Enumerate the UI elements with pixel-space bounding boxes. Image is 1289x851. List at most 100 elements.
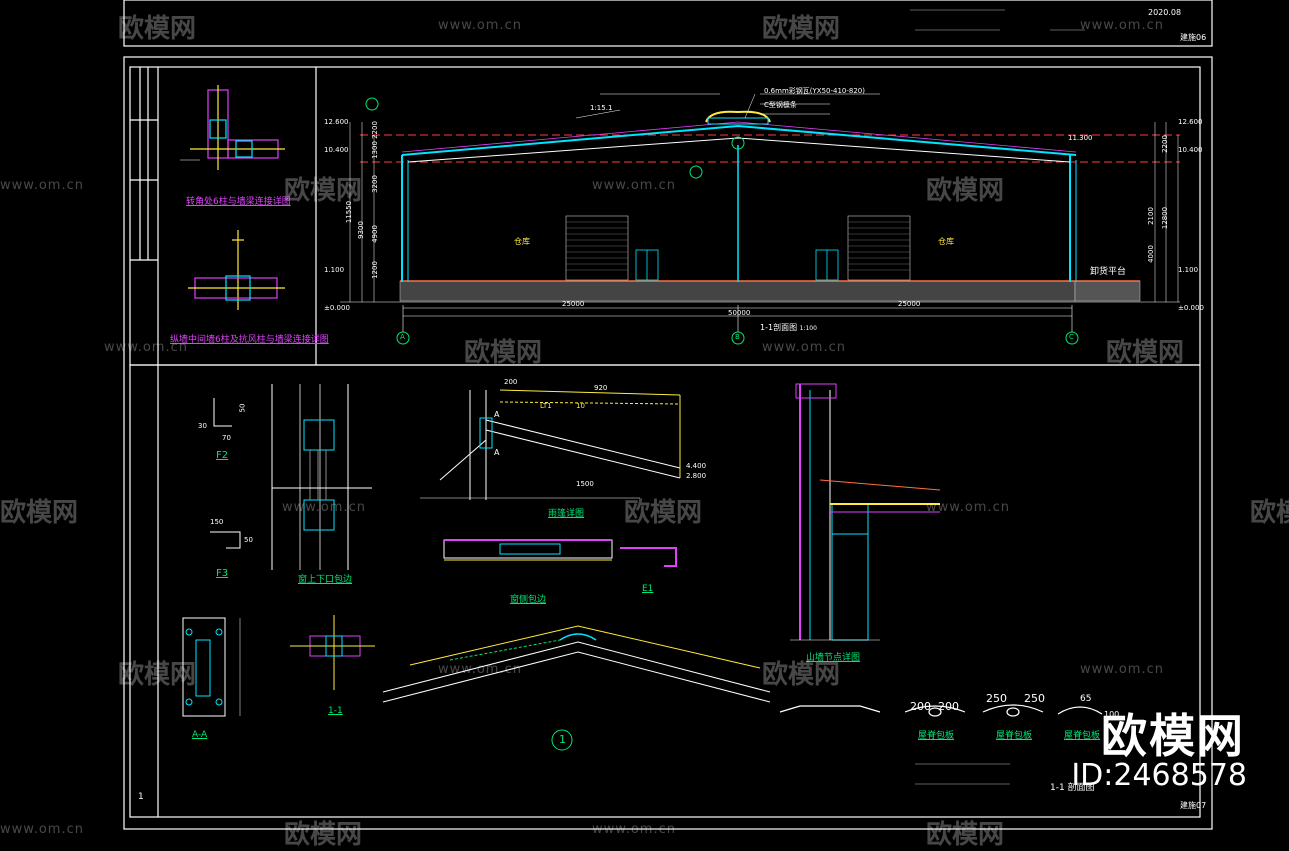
detail-title-ridge-2: 屋脊包板 [996, 731, 1033, 741]
top-sheet-number: 2020.08 [1148, 8, 1182, 17]
label-1-1: 1-1 [328, 706, 343, 716]
watermark-brand-2: 欧模网 [762, 14, 841, 44]
detail-title-ridge-1: 屋脊包板 [918, 731, 955, 741]
watermark-brand-7: 欧模网 [0, 498, 79, 528]
elev-right-3: 1.100 [1178, 266, 1199, 274]
canopy-detail [420, 389, 681, 500]
watermark-url-9: www.om.cn [438, 662, 522, 677]
detail-title-gable: 山墙节点详图 [806, 653, 861, 663]
ridge-note-2: C型钢檩条 [764, 101, 797, 109]
brand-logo-text: 欧模网 [1101, 709, 1245, 763]
column-section-1-1 [290, 615, 375, 690]
section-title: 1-1剖面图 1:100 [760, 322, 817, 333]
watermark-brand-10: 欧模网 [118, 660, 197, 690]
watermark-brand-12: 欧模网 [284, 820, 363, 850]
sheet-borders [123, 0, 1213, 830]
watermark-brand-11: 欧模网 [762, 660, 841, 690]
watermark-brand-5: 欧模网 [464, 338, 543, 368]
detail-title-canopy: 雨篷详图 [548, 509, 585, 519]
middle-column-detail [188, 230, 285, 310]
span-left: 25000 [562, 300, 585, 308]
detail-circle-number: 1 [559, 733, 566, 746]
detail-title-ridge-3: 屋脊包板 [1064, 731, 1101, 741]
top-titleblock [910, 9, 1085, 785]
elev-right-1: 12.600 [1178, 118, 1203, 126]
axis-c: C [1069, 333, 1074, 341]
watermark-brand-9: 欧模网 [1250, 498, 1289, 528]
watermark-url-12: www.om.cn [592, 822, 676, 837]
gable-node-detail [790, 383, 941, 641]
section-title-text: 1-1剖面图 [760, 323, 798, 332]
watermark-url-7: www.om.cn [282, 500, 366, 515]
dim-right-g: 4000 [1146, 245, 1155, 263]
page-marker: 1 [138, 792, 144, 802]
detail-title-corner: 转角处6柱与墙梁连接详图 [186, 197, 291, 207]
watermark-url-2: www.om.cn [1080, 18, 1164, 33]
watermark-url-4: www.om.cn [592, 178, 676, 193]
small-dim-100: 100 [1104, 710, 1120, 719]
watermark-brand-3: 欧模网 [284, 176, 363, 206]
label-e1: E1 [642, 584, 654, 594]
watermark-url-10: www.om.cn [1080, 662, 1164, 677]
small-dim-4400: 4.400 [686, 462, 707, 470]
small-dim-2800: 2.800 [686, 472, 707, 480]
detail-title-window-top: 窗上下口包边 [298, 575, 353, 585]
section-label-bottom: 1-1 剖面图 [1050, 783, 1095, 793]
window-flashing-detail [271, 384, 372, 570]
small-dim-65: 65 [1080, 694, 1092, 704]
span-right: 25000 [898, 300, 921, 308]
axis-a: A [400, 333, 405, 341]
slope-label: 1:15.1 [590, 104, 613, 112]
dim-left-f: 9300 [356, 221, 365, 239]
watermark-brand-1: 欧模网 [118, 14, 197, 44]
label-a-a: A-A [192, 730, 208, 740]
ridge-roofing-detail [382, 625, 771, 751]
watermark-brand-6: 欧模网 [1106, 338, 1185, 368]
elev-right-4: ±0.000 [1178, 304, 1204, 312]
small-dim-250a: 250 [986, 692, 1007, 705]
cad-drawing-canvas [123, 0, 1213, 830]
small-dim-200a: 200 [910, 700, 931, 713]
watermark-brand-13: 欧模网 [926, 820, 1005, 850]
elev-left-3: 1.100 [324, 266, 345, 274]
dim-right-b: 2200 [1160, 135, 1169, 153]
watermark-url-6: www.om.cn [762, 340, 846, 355]
watermark-url-3: www.om.cn [0, 178, 84, 193]
label-a-bottom: A [494, 448, 500, 457]
watermark-url-8: www.om.cn [926, 500, 1010, 515]
dim-left-g: 4900 [370, 225, 379, 243]
small-dim-920: 920 [594, 384, 608, 392]
dim-right-f: 12800 [1161, 206, 1170, 230]
watermark-url-5: www.om.cn [104, 340, 188, 355]
label-a-top: A [494, 410, 500, 419]
room-left: 仓库 [514, 237, 530, 246]
watermark-url-11: www.om.cn [0, 822, 84, 837]
small-dim-10: 10 [576, 402, 585, 410]
elev-right-2: 10.400 [1178, 146, 1203, 154]
span-total: 50000 [728, 309, 751, 317]
bottom-sheet-page: 建施07 [1180, 801, 1207, 810]
watermark-brand-8: 欧模网 [624, 498, 703, 528]
small-dim-200c: 200 [504, 378, 518, 386]
top-sheet-page: 建施06 [1180, 33, 1207, 42]
brand-id: ID:2468578 [1071, 758, 1247, 793]
section-1-1 [340, 93, 1180, 345]
small-dim-70: 70 [222, 434, 231, 442]
ridge-flashings [779, 704, 1103, 717]
elev-left-1: 12.600 [324, 118, 349, 126]
room-right: 仓库 [938, 237, 954, 246]
detail-title-mid-column: 纵墙中间墙6柱及抗风柱与墙梁连接详图 [170, 335, 329, 345]
small-dim-250b: 250 [1024, 692, 1045, 705]
ridge-note: 0.6mm彩钢瓦(YX50-410-820) [764, 87, 865, 95]
small-dim-1500: 1500 [576, 480, 594, 488]
small-dim-150: 150 [210, 518, 224, 526]
elev-left-4: ±0.000 [324, 304, 350, 312]
dim-left-c: 1300 [370, 141, 379, 159]
small-dim-30: 30 [198, 422, 207, 430]
flashing-profiles [210, 398, 241, 549]
corner-column-detail [180, 85, 285, 170]
small-dim-200b: 200 [938, 700, 959, 713]
watermark-url-1: www.om.cn [438, 18, 522, 33]
dim-left-h: 1200 [370, 261, 379, 279]
axis-b: B [735, 333, 740, 341]
